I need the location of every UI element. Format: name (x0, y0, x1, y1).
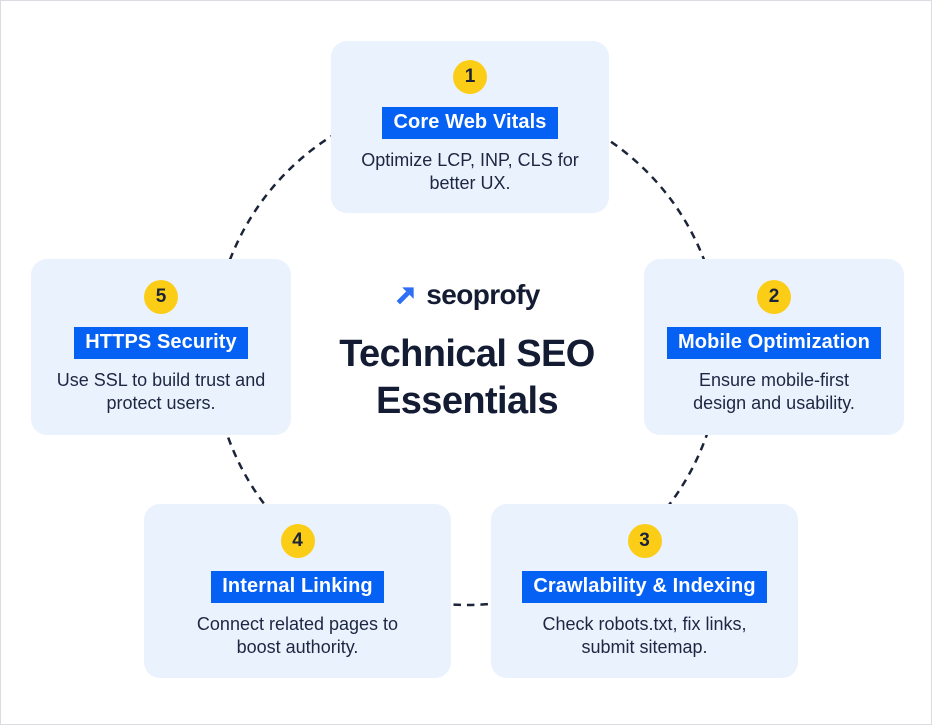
center-block: seoprofy Technical SEO Essentials (297, 279, 637, 424)
card-description: Check robots.txt, fix links, submit site… (542, 613, 747, 657)
seoprofy-logo: seoprofy (297, 279, 637, 311)
step-number: 4 (292, 529, 303, 551)
step-number: 3 (639, 529, 650, 551)
step-number: 1 (464, 65, 476, 87)
card-core-web-vitals: 1 Core Web Vitals Optimize LCP, INP, CLS… (331, 41, 609, 213)
step-number: 5 (155, 285, 167, 307)
card-title: HTTPS Security (74, 326, 248, 359)
logo-text: seoprofy (426, 279, 540, 310)
arrow-up-right-icon (396, 286, 414, 304)
card-description: Ensure mobile-first design and usability… (693, 369, 855, 413)
page-title-line2: Essentials (376, 379, 559, 422)
step-badge: 1 (453, 59, 487, 94)
step-badge: 2 (757, 279, 791, 314)
card-title: Core Web Vitals (382, 106, 558, 139)
step-badge: 5 (144, 279, 178, 314)
page-title-line1: Technical SEO (339, 333, 595, 375)
card-description: Optimize LCP, INP, CLS for better UX. (361, 149, 579, 193)
page-title: Technical SEO Essentials (297, 331, 637, 424)
step-number: 2 (768, 285, 780, 307)
card-title: Crawlability & Indexing (522, 570, 767, 603)
card-title: Mobile Optimization (667, 326, 881, 359)
card-crawlability-indexing: 3 Crawlability & Indexing Check robots.t… (491, 504, 798, 678)
card-description: Connect related pages to boost authority… (196, 613, 399, 657)
card-https-security: 5 HTTPS Security Use SSL to build trust … (31, 259, 291, 435)
card-title: Internal Linking (211, 570, 384, 603)
card-description: Use SSL to build trust and protect users… (56, 369, 266, 413)
step-badge: 4 (280, 523, 315, 558)
step-badge: 3 (627, 523, 662, 558)
card-mobile-optimization: 2 Mobile Optimization Ensure mobile-firs… (644, 259, 904, 435)
card-internal-linking: 4 Internal Linking Connect related pages… (144, 504, 451, 678)
